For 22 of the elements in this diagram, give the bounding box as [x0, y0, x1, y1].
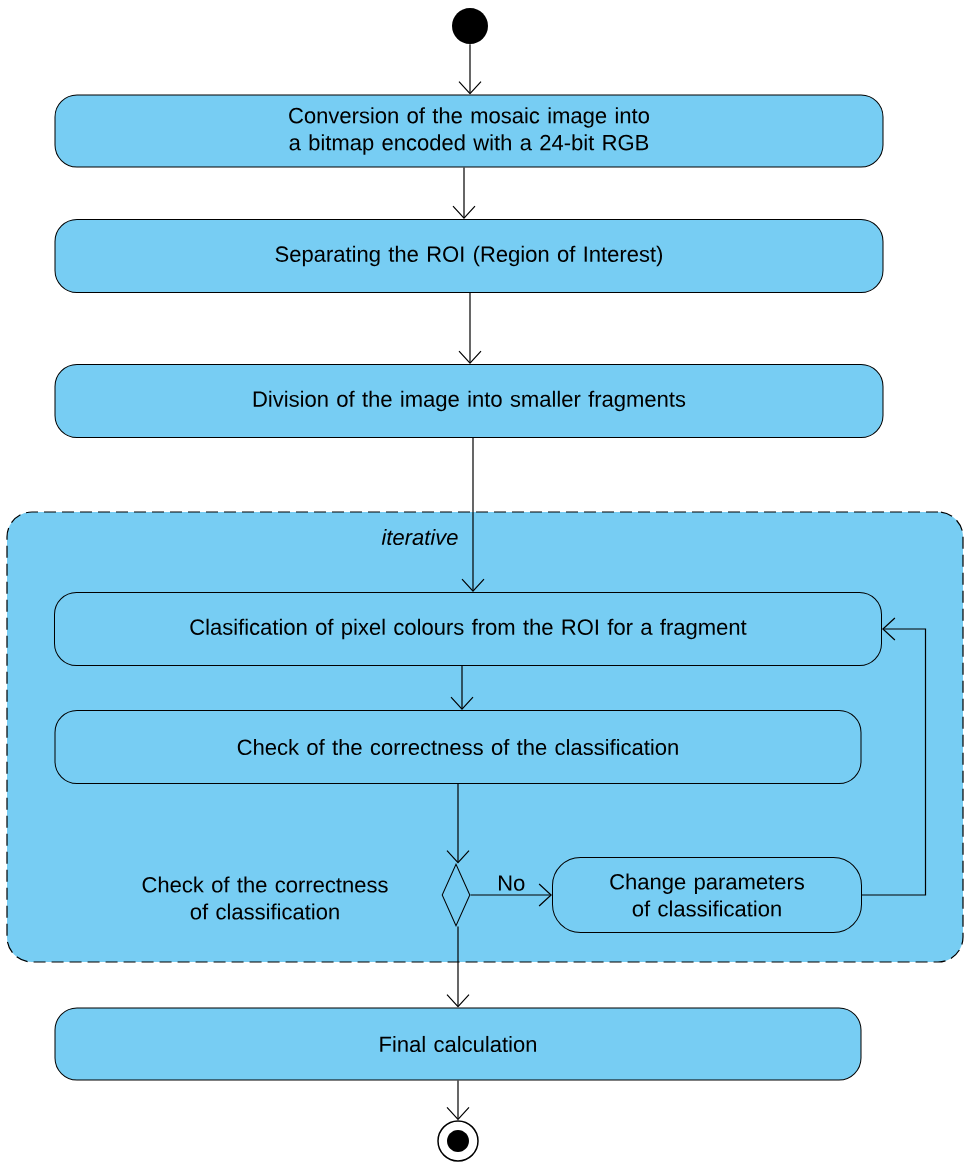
arrow — [446, 925, 470, 1008]
edge-label: No — [496, 874, 527, 892]
arrow — [446, 1079, 470, 1121]
action-box: Check of the correctness of the classification — [54, 710, 862, 784]
arrow — [446, 783, 470, 864]
arrow — [458, 43, 482, 95]
action-box: Conversion of the mosaic image into a bitmap encoded with a 24-bit RGB — [54, 94, 884, 168]
action-box: Final calculation — [54, 1007, 862, 1081]
action-box: Change parameters of classification — [552, 857, 862, 933]
arrow — [458, 292, 482, 364]
initial-node — [452, 8, 488, 44]
arrow — [450, 665, 474, 710]
action-box: Separating the ROI (Region of Interest) — [54, 219, 884, 293]
action-box: Clasification of pixel colours from the ROI for a fragment — [54, 592, 882, 666]
decision-label: Check of the correctness of classification — [142, 876, 388, 920]
action-box: Division of the image into smaller fragments — [54, 364, 884, 438]
region-label: iterative — [381, 528, 458, 546]
arrow — [861, 617, 927, 896]
arrow — [452, 166, 476, 219]
final-node — [437, 1120, 479, 1162]
arrow — [469, 883, 552, 907]
arrow — [461, 437, 485, 592]
